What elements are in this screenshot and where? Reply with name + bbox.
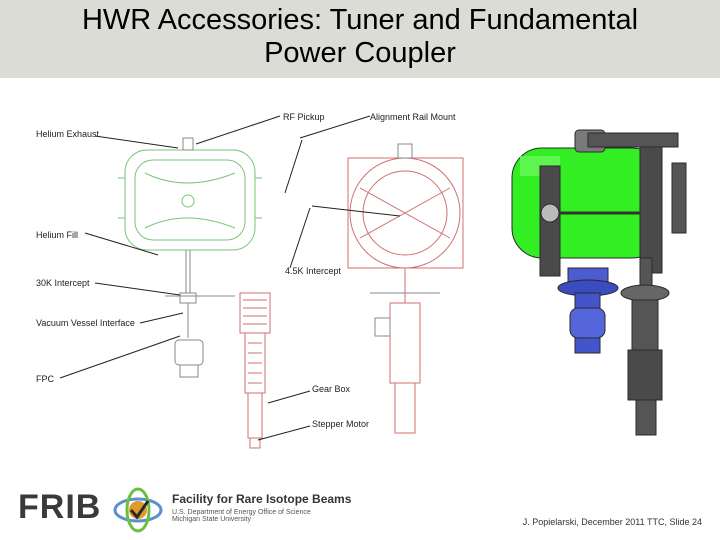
label-helium-exhaust: Helium Exhaust (36, 129, 100, 139)
label-stepper-motor: Stepper Motor (312, 419, 370, 429)
title-bar (0, 0, 720, 78)
label-gear-box: Gear Box (312, 384, 351, 394)
label-30k-intercept: 30K Intercept (36, 278, 90, 288)
agency-line: U.S. Department of Energy Office of Scie… (172, 509, 311, 516)
label-vacuum-vessel-interface: Vacuum Vessel Interface (36, 318, 135, 328)
cavity-3d-render (511, 129, 687, 436)
university-line: Michigan State University (172, 516, 251, 523)
cavity-diagram (59, 115, 687, 449)
facility-name: Facility for Rare Isotope Beams (172, 492, 352, 506)
title-line-1: HWR Accessories: Tuner and Fundamental (81, 4, 639, 36)
footer (0, 482, 720, 540)
left-cavity-drawing (118, 149, 262, 251)
callout-arrows (59, 115, 401, 441)
label-helium-fill: Helium Fill (36, 230, 79, 240)
slide-citation: J. Popielarski, December 2011 TTC, Slide… (522, 517, 702, 527)
label-rf-pickup: RF Pickup (283, 112, 325, 122)
label-fpc: FPC (36, 374, 54, 384)
right-cavity-drawing (347, 157, 464, 434)
slide-title: HWR Accessories: Tuner and Fundamental P… (0, 4, 720, 70)
middle-tuner-drawing (239, 292, 271, 449)
title-line-2: Power Coupler (264, 37, 456, 69)
frib-facility-text: Facility for Rare Isotope Beams U.S. Dep… (172, 492, 351, 523)
frib-logo: FRIB (18, 488, 102, 526)
label-alignment-rail-mount: Alignment Rail Mount (370, 112, 456, 122)
atom-logo-icon (113, 487, 163, 533)
label-4-5k-intercept: 4.5K Intercept (285, 266, 342, 276)
